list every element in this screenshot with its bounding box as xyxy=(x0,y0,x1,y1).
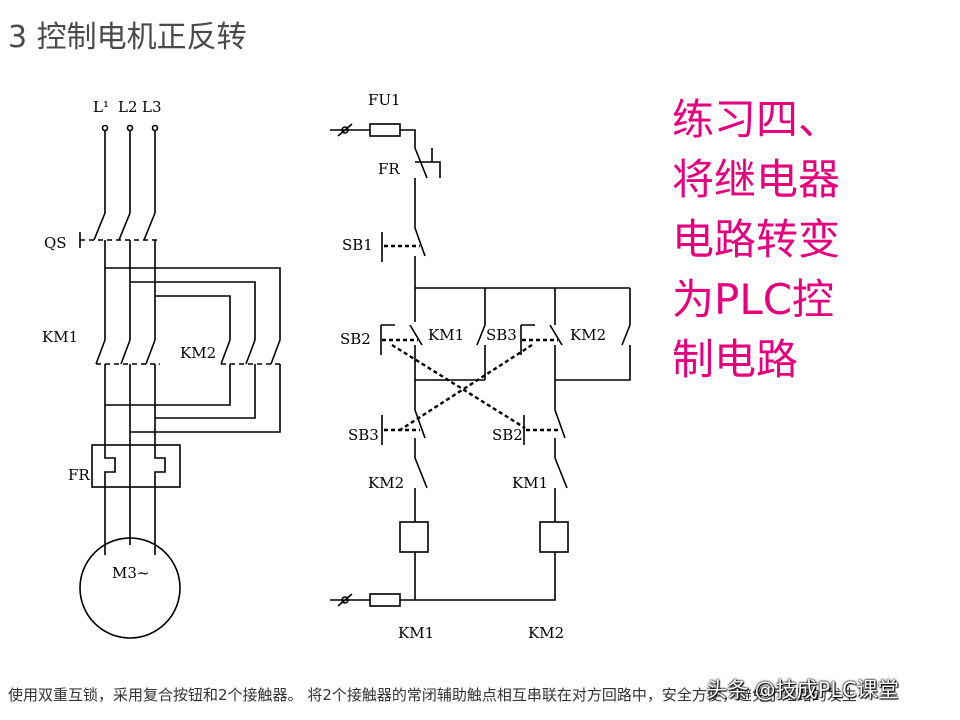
label-fu1: FU1 xyxy=(368,91,401,109)
fuse-bottom xyxy=(369,593,401,607)
control-circuit: FU1 FR SB1 SB2 KM1 SB3 KM2 xyxy=(330,91,631,642)
label-sb3-top: SB3 xyxy=(486,326,517,344)
coil-km1 xyxy=(399,521,429,553)
page-title: 3 控制电机正反转 xyxy=(8,20,247,55)
label-km1-coil: KM1 xyxy=(398,624,434,642)
label-qs: QS xyxy=(44,234,67,252)
label-km1-main: KM1 xyxy=(42,328,78,346)
watermark: 头条 @技成PLC课堂 xyxy=(706,678,899,702)
fuse-fu1 xyxy=(369,123,401,137)
interlock-linkage xyxy=(391,343,533,432)
label-l3: L3 xyxy=(142,98,162,116)
label-km2-hold: KM2 xyxy=(570,326,606,344)
main-circuit: L¹ L2 L3 QS KM1 KM2 FR M3~ xyxy=(42,98,282,639)
label-km1-int: KM1 xyxy=(512,474,548,492)
terminal-l2 xyxy=(126,124,134,132)
label-fr-ctrl: FR xyxy=(378,160,400,178)
label-sb2-top: SB2 xyxy=(340,330,371,348)
exercise-text: 练习四、 将继电器 电路转变 为PLC控 制电路 xyxy=(672,95,841,384)
coil-km2 xyxy=(539,521,569,553)
label-km2-coil: KM2 xyxy=(528,624,564,642)
label-km1-hold: KM1 xyxy=(428,326,464,344)
label-km2-main: KM2 xyxy=(180,344,216,362)
motor-symbol xyxy=(79,537,181,639)
label-sb3-int: SB3 xyxy=(348,426,379,444)
label-km2-int: KM2 xyxy=(368,474,404,492)
label-sb2-int: SB2 xyxy=(492,426,523,444)
terminal-l3 xyxy=(151,124,159,132)
footer-caption: 使用双重互锁，采用复合按钮和2个接触器。 将2个接触器的常闭辅助触点相互串联在对… xyxy=(8,686,870,704)
label-fr-main: FR xyxy=(68,466,90,484)
terminal-l1 xyxy=(101,124,109,132)
label-motor: M3~ xyxy=(112,564,149,582)
label-sb1: SB1 xyxy=(342,236,373,254)
label-l2: L2 xyxy=(118,98,138,116)
label-l1: L¹ xyxy=(93,98,109,116)
